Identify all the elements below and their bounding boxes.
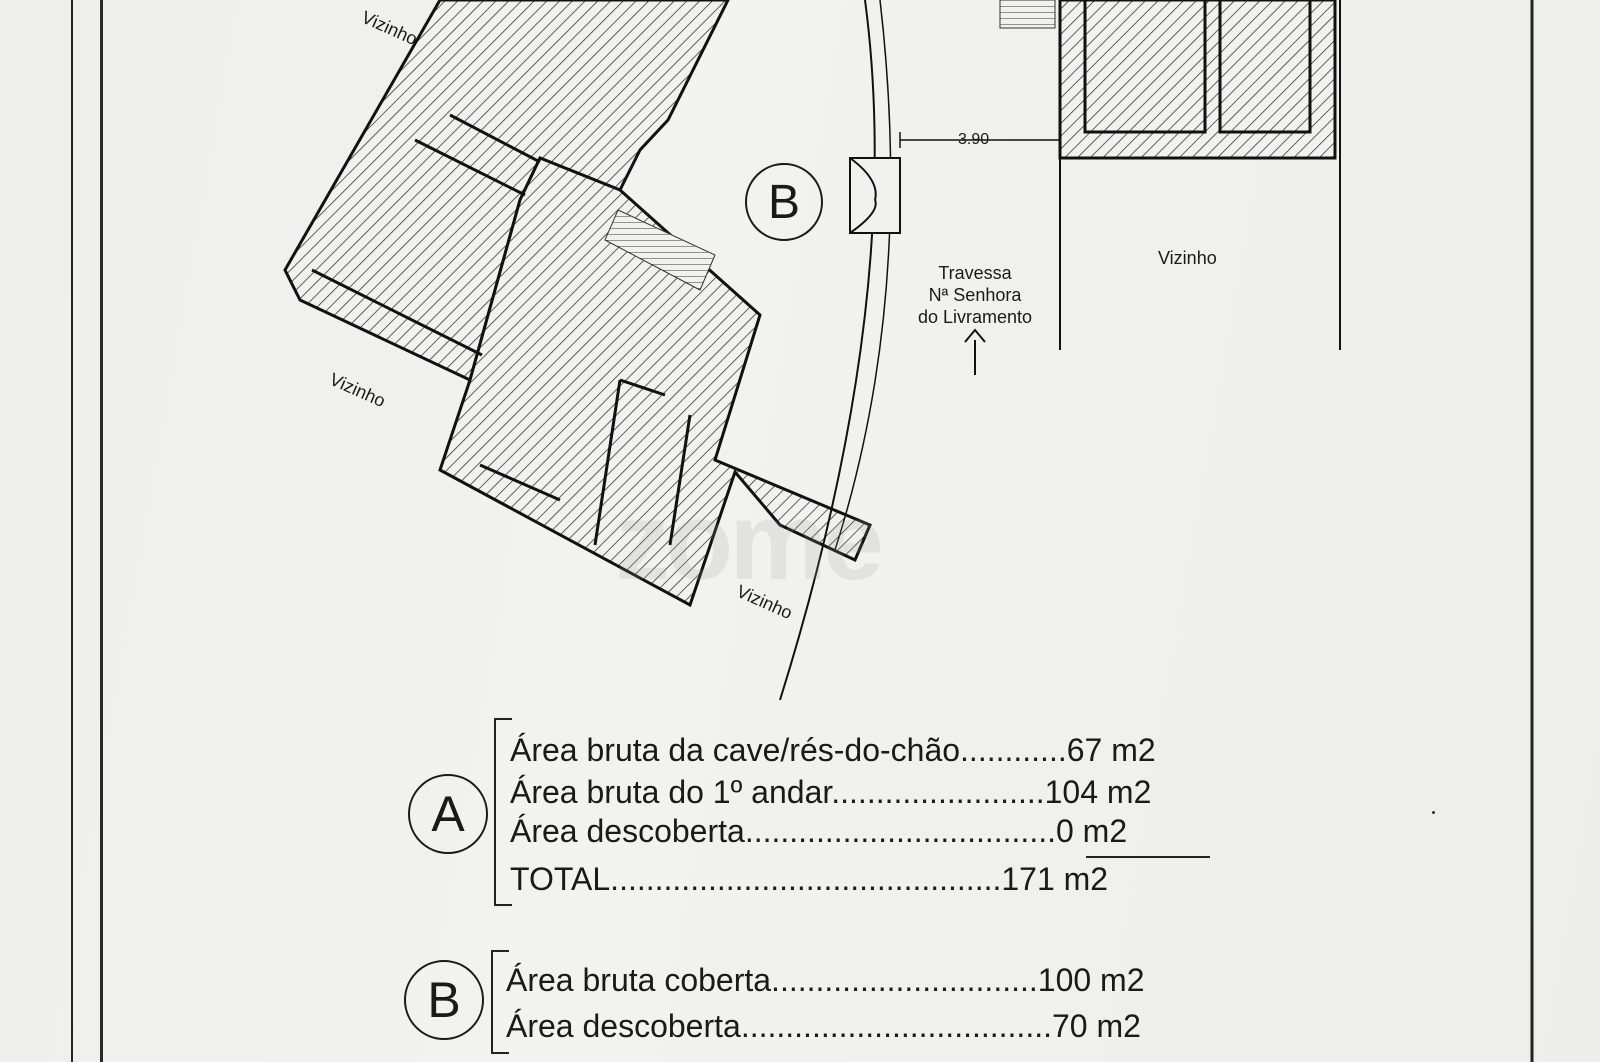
area-row-value: 104 m2 [1044,774,1152,810]
area-row-label: Área bruta coberta [506,962,772,998]
area-row-label: TOTAL [510,861,611,897]
area-row-total: TOTAL...................................… [510,861,1108,898]
area-row-label: Área bruta do 1º andar [510,774,832,810]
area-row-leader: ........................ [831,774,1045,810]
marker-b-letter: B [427,972,461,1028]
area-row-leader: ................................... [744,813,1056,849]
watermark: zome [615,480,884,603]
area-row-value: 100 m2 [1037,962,1145,998]
area-row-value: 171 m2 [1001,861,1109,897]
area-row-value: 67 m2 [1066,732,1156,768]
marker-a: A [408,774,488,854]
building-a-footprint [283,0,872,608]
area-row-leader: ................................... [740,1008,1052,1044]
sheet-border-left [100,0,103,1062]
street-line-3: do Livramento [917,307,1033,327]
total-rule [1086,856,1210,858]
street-line-1: Travessa [938,263,1012,283]
area-row: Área descoberta.........................… [506,1008,1141,1045]
area-row-leader: ........................................… [610,861,1002,897]
street-name: Travessa Nª Senhora do Livramento [905,262,1045,328]
area-row-label: Área descoberta [510,813,745,849]
speck [1432,811,1435,814]
marker-b-plan-letter: B [767,175,800,229]
area-row: Área descoberta.........................… [510,813,1127,850]
area-row: Área bruta do 1º andar..................… [510,774,1151,811]
building-b-footprint [999,0,1337,160]
door-b-symbol [849,157,901,234]
bracket-a [494,718,512,906]
neighbor-label: Vizinho [1158,248,1217,268]
marker-b-plan: B [745,163,823,241]
area-row-value: 70 m2 [1051,1008,1141,1044]
area-row: Área bruta coberta......................… [506,962,1145,999]
area-row-label: Área descoberta [506,1008,741,1044]
bracket-b [491,950,509,1054]
area-row: Área bruta da cave/rés-do-chão..........… [510,732,1156,769]
marker-b: B [404,960,484,1040]
street-line-2: Nª Senhora [928,285,1022,305]
marker-a-letter: A [431,786,465,842]
dimension-label: 3.90 [958,131,990,148]
area-row-label: Área bruta da cave/rés-do-chão [510,732,961,768]
area-row-leader: ............ [960,732,1067,768]
area-row-leader: .............................. [771,962,1038,998]
area-row-value: 0 m2 [1055,813,1128,849]
